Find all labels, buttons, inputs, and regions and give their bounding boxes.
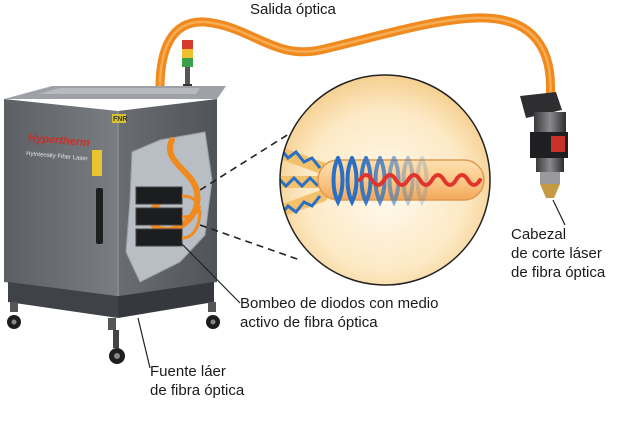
wheel-icon [7, 302, 220, 364]
active-fiber-tube [317, 159, 485, 201]
signal-tower-icon [182, 40, 193, 90]
laser-nozzle-icon [540, 184, 560, 198]
label-bombeo: Bombeo de diodos con medio activo de fib… [240, 295, 439, 331]
label-salida-optica: Salida óptica [250, 1, 336, 18]
pump-light-coil [331, 156, 429, 207]
label-cabezal: Cabezal de corte láser de fibra óptica [511, 226, 606, 281]
pointer-cabezal [552, 199, 566, 226]
laser-cabinet: FNR Hypertherm HyIntensity Fiber Laser [4, 86, 226, 318]
magnified-fiber-detail [279, 74, 491, 286]
pump-input-fibers [280, 146, 328, 218]
label-fuente: Fuente láer de fibra óptica [150, 363, 245, 399]
machine-badge: FNR [113, 116, 127, 123]
cutaway-panel [125, 131, 213, 283]
warning-sticker [92, 150, 102, 176]
brand-logo: Hypertherm [28, 132, 91, 149]
zoom-line-bottom [199, 224, 301, 261]
zoom-line-top [199, 131, 293, 191]
pointer-fuente [137, 317, 151, 369]
diode-pump-modules [135, 186, 202, 247]
laser-emission-wave [358, 173, 482, 187]
model-name: HyIntensity Fiber Laser [26, 151, 88, 162]
door-handle-icon [96, 188, 103, 244]
pointer-bombeo [177, 239, 241, 304]
cutting-head [520, 92, 568, 198]
